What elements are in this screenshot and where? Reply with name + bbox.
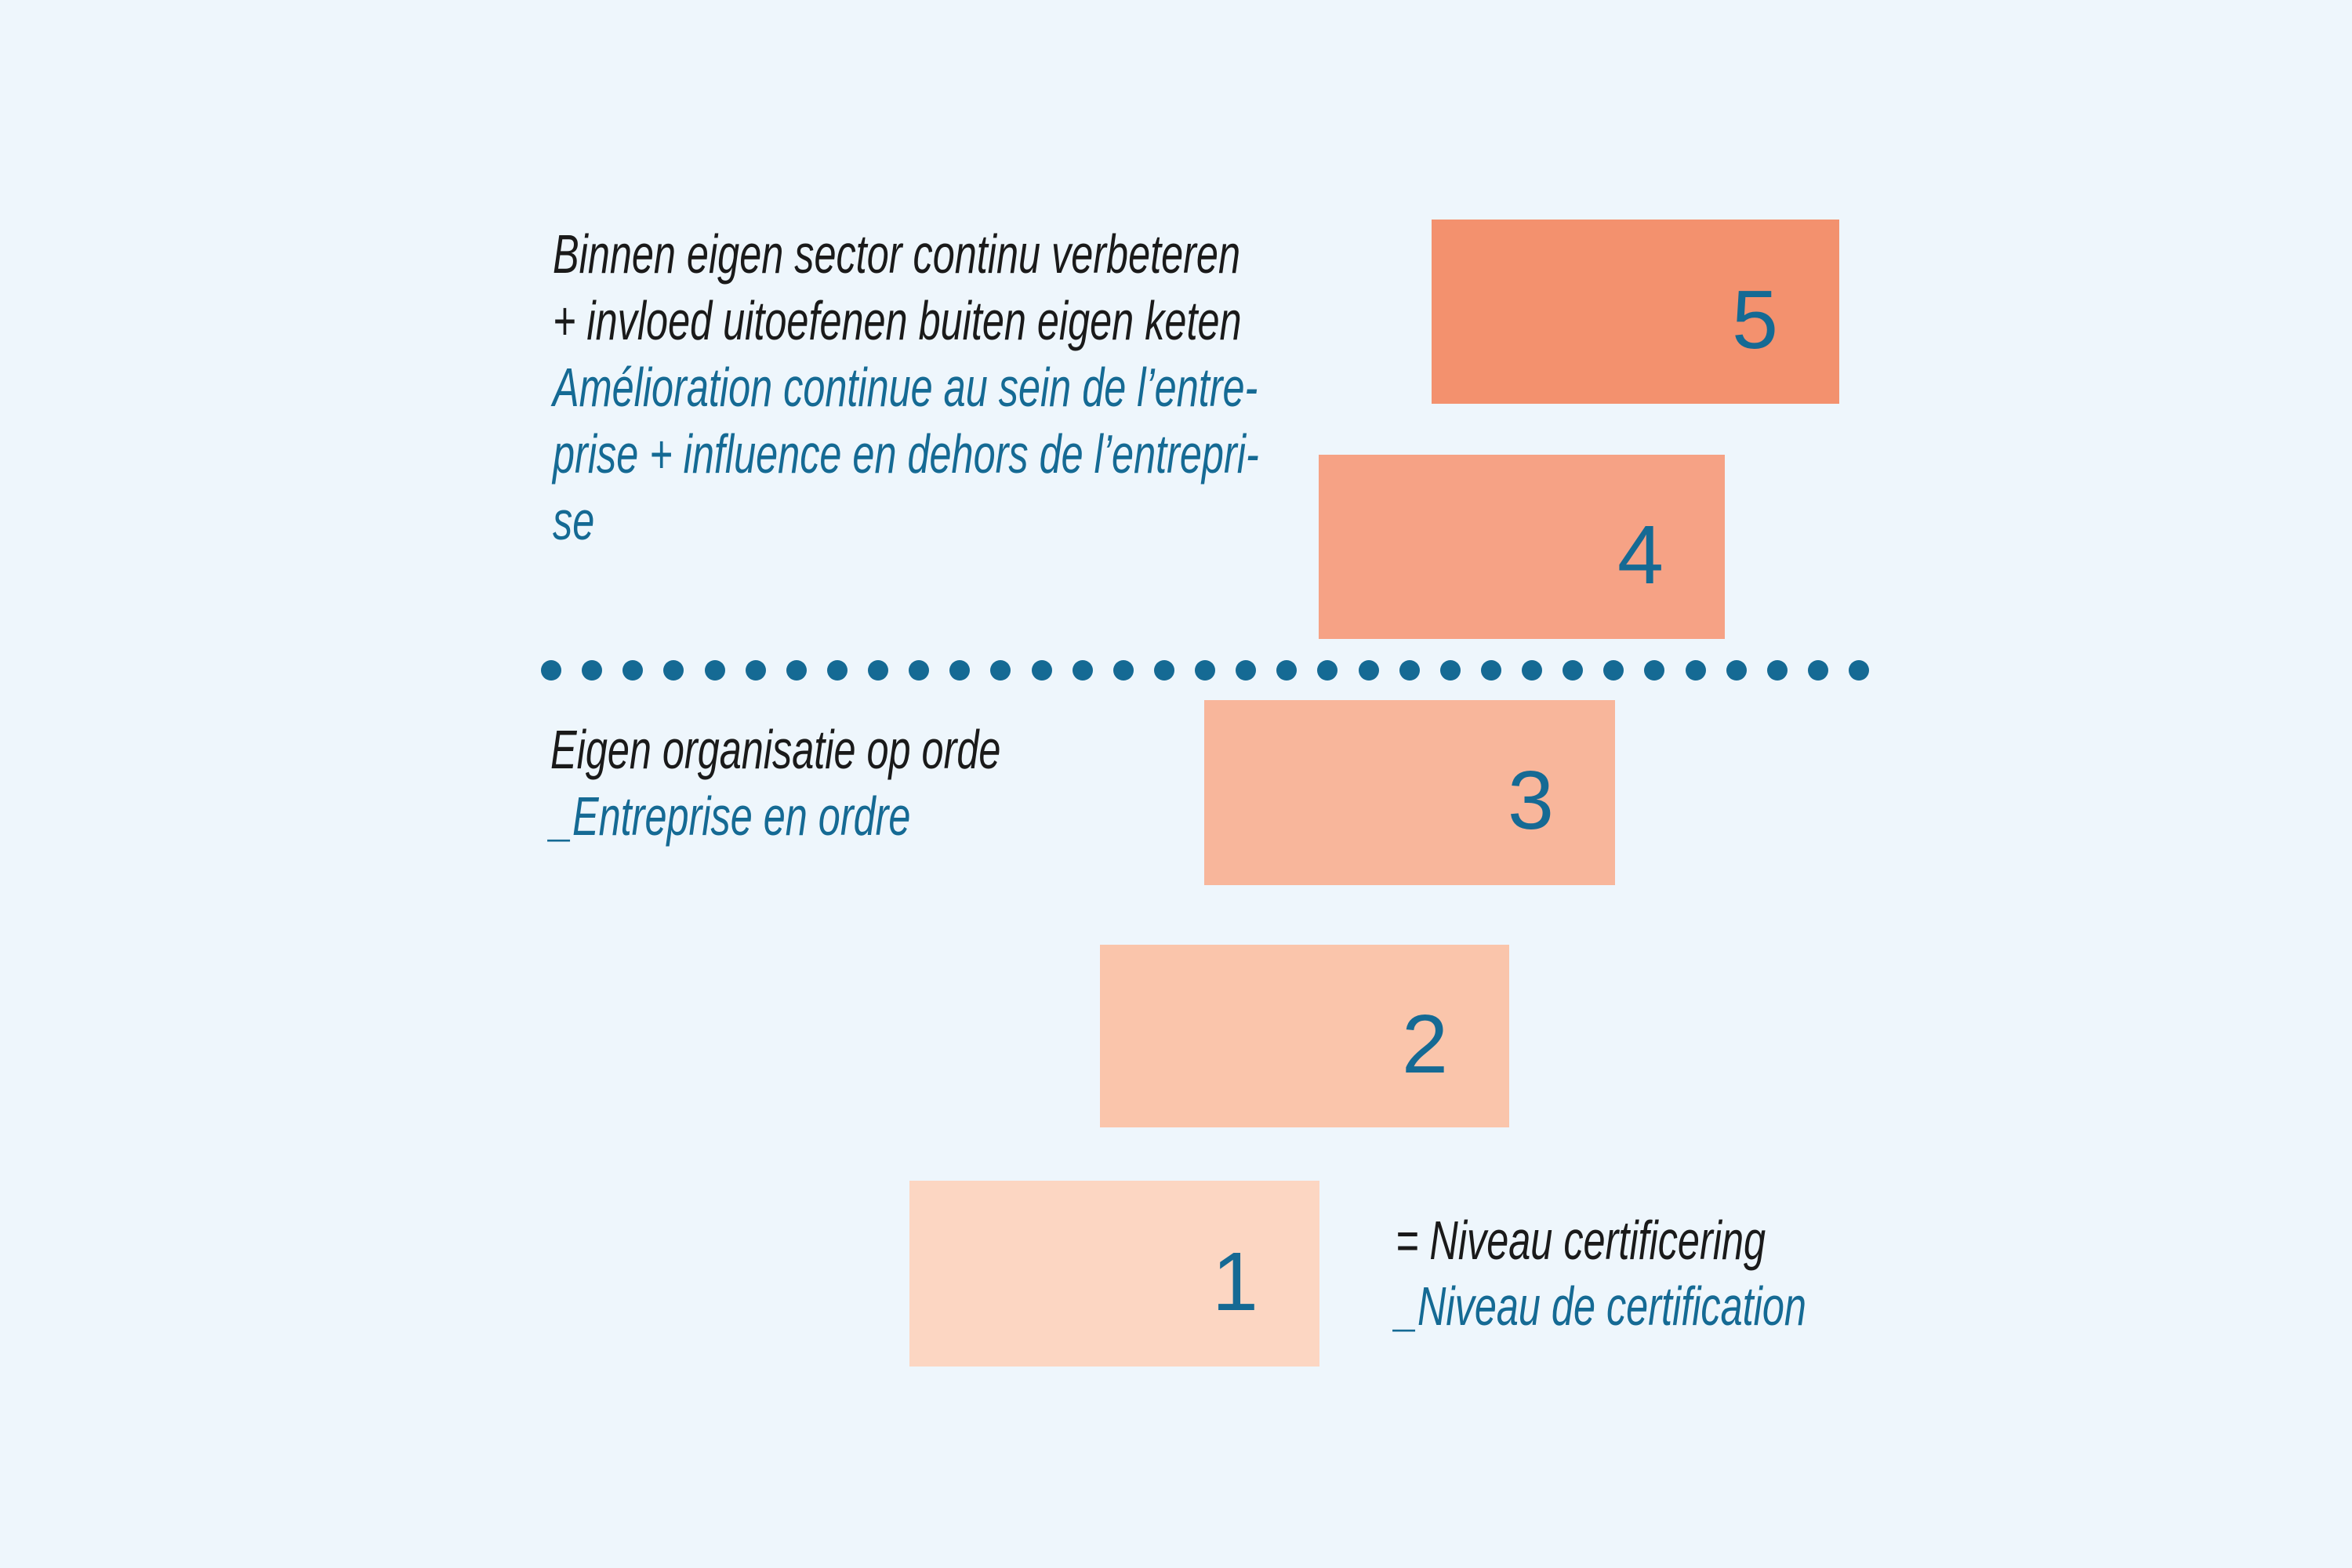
divider-dot: [1317, 660, 1338, 681]
divider-dot: [1439, 660, 1461, 681]
legend-note: = Niveau certificering _Niveau de certif…: [1396, 1207, 1966, 1339]
divider-dot: [582, 660, 603, 681]
divider-dot: [1153, 660, 1174, 681]
upper-description-line-fr: Amélioration continue au sein de l’entre…: [553, 357, 1258, 418]
divider-dot: [1276, 660, 1298, 681]
upper-description-line-fr: prise + influence en dehors de l’entrepr…: [553, 423, 1259, 485]
upper-description-line: Binnen eigen sector continu verbeteren: [553, 223, 1240, 285]
divider-dot: [1112, 660, 1134, 681]
divider-dot: [1603, 660, 1624, 681]
divider-dot: [1685, 660, 1706, 681]
divider-dot: [1807, 660, 1828, 681]
divider-dot: [704, 660, 725, 681]
level-5-number: 5: [1732, 273, 1778, 366]
divider-dot: [826, 660, 848, 681]
level-2-bar: 2: [1100, 945, 1509, 1127]
legend-line-fr: _Niveau de certification: [1396, 1276, 1806, 1337]
divider-dot: [1522, 660, 1542, 681]
divider-dot: [1195, 660, 1215, 681]
divider-dot: [1236, 660, 1257, 681]
level-4-bar: 4: [1319, 455, 1725, 639]
divider-dot: [1849, 660, 1869, 681]
level-1-bar: 1: [909, 1181, 1319, 1367]
upper-levels-description: Binnen eigen sector continu verbeteren +…: [553, 221, 1534, 554]
lower-levels-description: Eigen organisatie op orde _Entreprise en…: [550, 717, 1176, 850]
divider-dot: [541, 660, 561, 681]
divider-dot: [1644, 660, 1665, 681]
divider-dot: [745, 660, 766, 681]
level-3-number: 3: [1508, 754, 1554, 847]
upper-description-line: + invloed uitoefenen buiten eigen keten: [553, 290, 1242, 351]
lower-description-line: Eigen organisatie op orde: [550, 719, 1001, 780]
certification-threshold-dotted-divider: [541, 660, 1869, 681]
divider-dot: [1726, 660, 1747, 681]
divider-dot: [1563, 660, 1584, 681]
level-1-number: 1: [1212, 1235, 1258, 1328]
divider-dot: [786, 660, 807, 681]
level-2-number: 2: [1402, 997, 1448, 1091]
divider-dot: [622, 660, 644, 681]
divider-dot: [990, 660, 1011, 681]
divider-dot: [1766, 660, 1788, 681]
divider-dot: [1031, 660, 1052, 681]
upper-description-line-fr: se: [553, 490, 595, 551]
divider-dot: [1358, 660, 1379, 681]
level-5-bar: 5: [1432, 220, 1839, 404]
divider-dot: [663, 660, 684, 681]
level-4-number: 4: [1617, 508, 1664, 601]
divider-dot: [949, 660, 971, 681]
divider-dot: [1072, 660, 1093, 681]
legend-line: = Niveau certificering: [1396, 1210, 1766, 1271]
divider-dot: [868, 660, 888, 681]
divider-dot: [1480, 660, 1501, 681]
lower-description-line-fr: _Entreprise en ordre: [550, 786, 911, 847]
divider-dot: [909, 660, 930, 681]
divider-dot: [1399, 660, 1420, 681]
level-3-bar: 3: [1204, 700, 1615, 885]
